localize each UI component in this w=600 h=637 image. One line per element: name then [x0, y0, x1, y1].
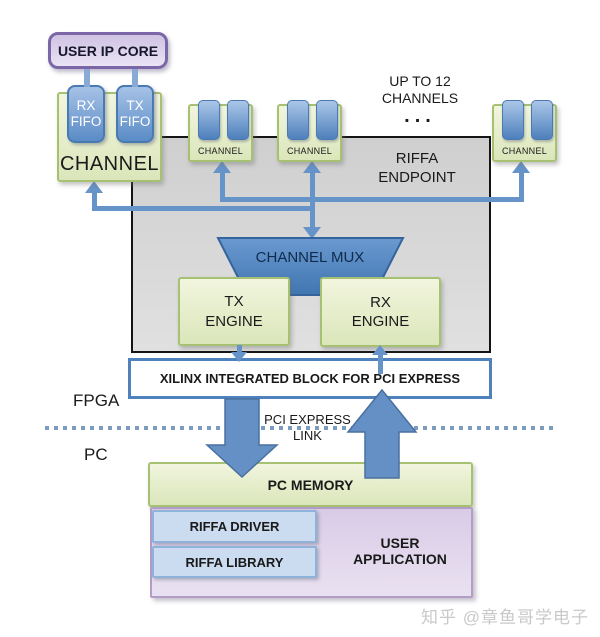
arrow-down-icon	[231, 352, 247, 362]
user-application-label: USER APPLICATION	[353, 535, 447, 567]
fpga-label: FPGA	[73, 391, 120, 410]
channel-box: CHANNEL	[492, 100, 557, 162]
riffa-endpoint-label: RIFFA ENDPOINT	[378, 150, 456, 186]
tx-fifo-icon	[316, 100, 338, 140]
rx-engine-label: RX ENGINE	[351, 293, 410, 331]
pci-express-link-label: PCI EXPRESS LINK	[264, 412, 351, 443]
rx-fifo-box: RX FIFO	[67, 85, 105, 143]
user-ip-core-label: USER IP CORE	[57, 42, 159, 59]
channel-label: CHANNEL	[286, 146, 333, 156]
watermark: 知乎 @章鱼哥学电子	[421, 608, 589, 627]
xilinx-pcie-label: XILINX INTEGRATED BLOCK FOR PCI EXPRESS	[159, 371, 461, 386]
channel-label: CHANNEL	[197, 146, 244, 156]
channel-mux-label: CHANNEL MUX	[255, 248, 365, 266]
channels-ellipsis: ...	[404, 105, 436, 127]
connector-core-rxfifo	[84, 69, 90, 87]
connector-main-channel-vert	[92, 192, 97, 211]
tx-fifo-icon	[227, 100, 249, 140]
channel-label: CHANNEL	[501, 146, 548, 156]
pci-up-arrow	[346, 388, 418, 479]
connector-channel-main-lower	[93, 206, 314, 211]
tx-engine-box: TX ENGINE	[178, 277, 290, 346]
rx-fifo-icon	[287, 100, 309, 140]
pci-down-arrow	[205, 398, 279, 479]
riffa-driver-box: RIFFA DRIVER	[152, 510, 317, 543]
tx-fifo-icon	[531, 100, 553, 140]
tx-fifo-box: TX FIFO	[116, 85, 154, 143]
user-ip-core-box: USER IP CORE	[48, 32, 168, 69]
arrow-up-icon	[213, 161, 231, 173]
tx-fifo-label: TX FIFO	[119, 98, 151, 129]
rx-fifo-icon	[502, 100, 524, 140]
xilinx-pcie-block: XILINX INTEGRATED BLOCK FOR PCI EXPRESS	[128, 358, 492, 399]
connector-xilinx-rxengine	[378, 354, 383, 374]
channel-main-label: CHANNEL	[59, 152, 160, 175]
channel-box: CHANNEL	[188, 100, 253, 162]
pc-memory-box: PC MEMORY	[148, 462, 473, 507]
pc-memory-label: PC MEMORY	[267, 476, 354, 493]
arrow-up-icon	[512, 161, 530, 173]
rx-fifo-label: RX FIFO	[70, 98, 102, 129]
connector-channel1-vert	[220, 172, 225, 202]
connector-txengine-xilinx	[237, 345, 242, 354]
fpga-pc-divider	[45, 426, 557, 430]
tx-engine-label: TX ENGINE	[205, 293, 263, 330]
riffa-driver-label: RIFFA DRIVER	[189, 519, 280, 534]
arrow-up-icon	[303, 161, 321, 173]
connector-core-txfifo	[132, 69, 138, 87]
arrow-up-icon	[372, 345, 388, 355]
connector-channel2-mux-vert	[310, 172, 315, 230]
riffa-library-label: RIFFA LIBRARY	[185, 554, 284, 570]
channel-box: CHANNEL	[277, 100, 342, 162]
channels-count-note: UP TO 12 CHANNELS	[381, 72, 459, 107]
arrow-up-icon	[85, 181, 103, 193]
riffa-library-box: RIFFA LIBRARY	[152, 546, 317, 578]
rx-engine-box: RX ENGINE	[320, 277, 441, 347]
arrow-down-icon	[303, 227, 321, 239]
pc-label: PC	[84, 445, 108, 464]
rx-fifo-icon	[198, 100, 220, 140]
connector-channels-upper	[220, 197, 522, 202]
connector-channel3-vert	[519, 172, 524, 202]
